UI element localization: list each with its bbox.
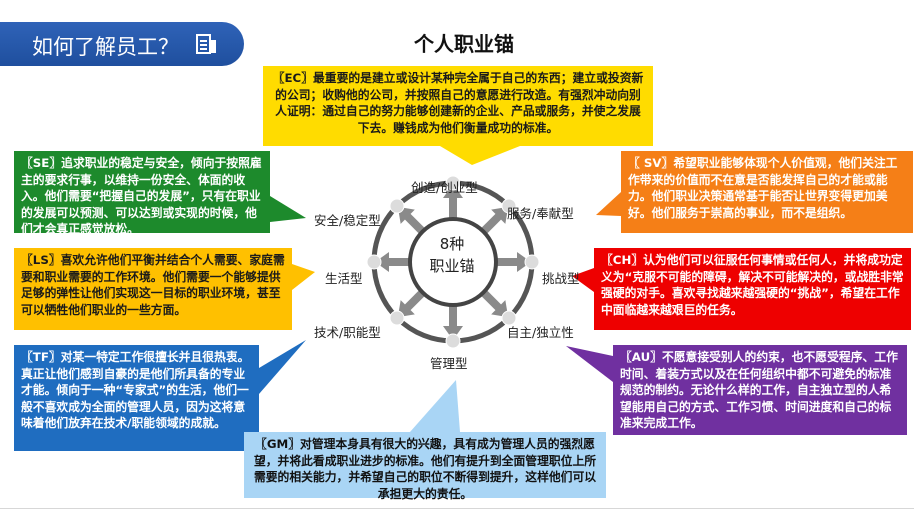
type-label-autonomy: 自主/独立性 xyxy=(507,325,574,340)
tf-callout-tail xyxy=(259,340,306,394)
page-title: 个人职业锚 xyxy=(414,32,514,56)
bottom-divider xyxy=(0,508,914,509)
type-label-management: 管理型 xyxy=(430,356,468,371)
au-callout-tail xyxy=(566,346,613,382)
type-label-challenge: 挑战型 xyxy=(542,271,580,286)
type-label-service: 服务/奉献型 xyxy=(507,206,574,221)
ec-callout-tail xyxy=(440,146,520,165)
callout-ch: 〖CH〗认为他们可以征服任何事情或任何人，并将成功定义为“克服不可能的障碍，解决… xyxy=(594,248,911,330)
document-chart-icon xyxy=(196,34,216,54)
wheel-center-count: 8种 xyxy=(439,235,465,253)
type-label-entrepreneurial: 创造/创业型 xyxy=(411,180,478,195)
type-label-technical: 技术/职能型 xyxy=(314,325,381,340)
callout-au: 〖AU〗不愿意接受别人的约束，也不愿受程序、工作时间、着装方式以及在任何组织中都… xyxy=(613,345,907,435)
wheel-arrows xyxy=(375,184,531,340)
callout-gm: 〖GM〗对管理本身具有很大的兴趣，具有成为管理人员的强烈愿望，并将此看成职业进步… xyxy=(244,432,606,501)
callout-sv: 〖 SV〗希望职业能够体现个人价值观，他们关注工作带来的价值而不在意是否能发挥自… xyxy=(621,151,913,233)
sv-callout-tail xyxy=(596,192,621,216)
callout-tf: 〖TF〗对某一特定工作很擅长并且很热衷。真正让他们感到自豪的是他们所具备的专业才… xyxy=(14,345,259,451)
wheel-ring-dots xyxy=(366,175,540,349)
callout-ls: 〖LS〗喜欢允许他们平衡并结合个人需要、家庭需要和职业需要的工作环境。他们需要一… xyxy=(14,248,292,330)
ch-callout-tail xyxy=(572,268,594,292)
ls-callout-tail xyxy=(292,264,315,290)
callout-se: 〖SE〗追求职业的稳定与安全，倾向于按照雇主的要求行事，以维持一份安全、体面的收… xyxy=(14,151,270,236)
se-callout-tail xyxy=(270,196,306,222)
wheel-center-circle xyxy=(408,217,498,307)
header-title: 如何了解员工？ xyxy=(32,35,179,59)
type-label-security: 安全/稳定型 xyxy=(314,213,381,228)
callout-ec: 〖EC〗最重要的是建立或设计某种完全属于自己的东西；建立或投资新的公司；收购他的… xyxy=(263,66,653,146)
wheel-center-label: 职业锚 xyxy=(429,257,475,275)
type-label-lifestyle: 生活型 xyxy=(325,271,363,286)
gm-callout-tail xyxy=(410,380,460,432)
